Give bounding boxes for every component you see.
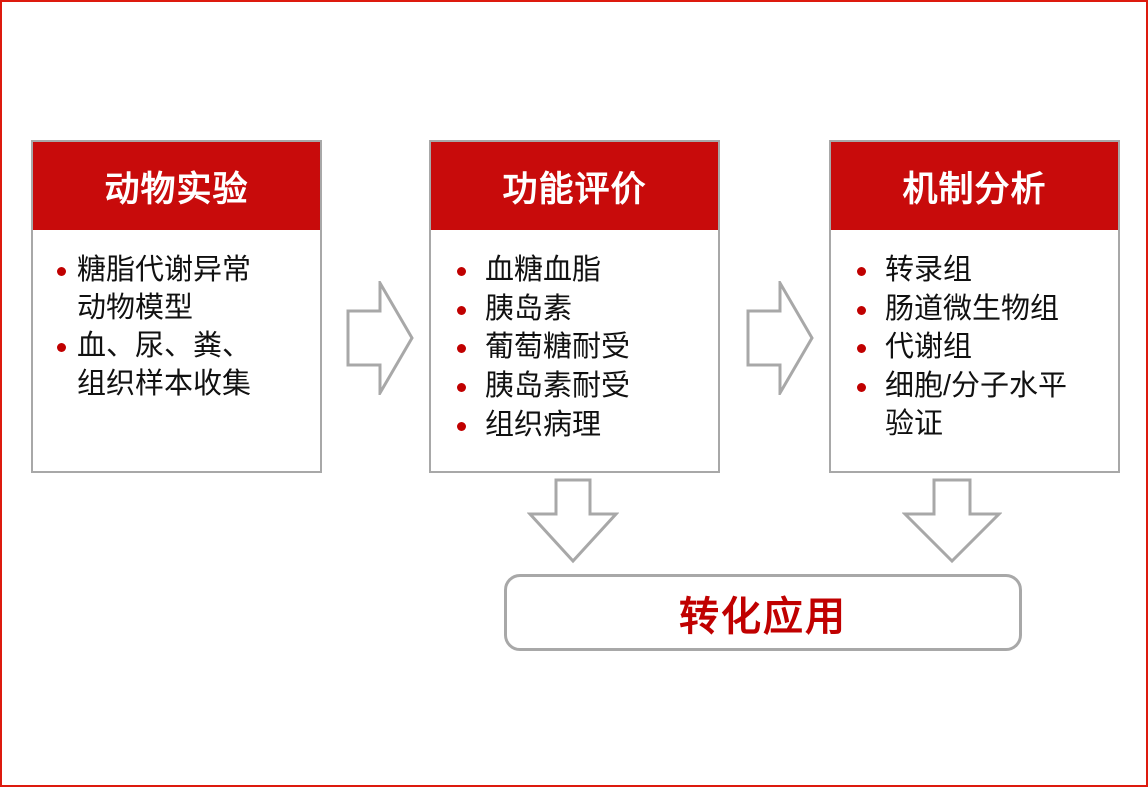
phase-box-mechanism-analysis: 机制分析 转录组 肠道微生物组 代谢组 细胞/分子水平 验证 [829,140,1120,473]
bullet-list-1: 糖脂代谢异常 动物模型 血、尿、粪、 组织样本收集 [43,252,310,404]
arrow-right-icon [346,277,414,399]
list-item: 肠道微生物组 [841,291,1108,329]
list-item: 葡萄糖耐受 [441,329,708,367]
list-item: 糖脂代谢异常 动物模型 [43,252,310,327]
list-item: 转录组 [841,252,1108,290]
phase-body-1: 糖脂代谢异常 动物模型 血、尿、粪、 组织样本收集 [33,230,320,471]
list-item: 血、尿、粪、 组织样本收集 [43,328,310,403]
arrow-down-icon [901,478,1003,564]
list-item: 代谢组 [841,329,1108,367]
phase-body-3: 转录组 肠道微生物组 代谢组 细胞/分子水平 验证 [831,230,1118,471]
list-item: 胰岛素耐受 [441,368,708,406]
phase-title-1: 动物实验 [33,142,320,230]
list-item: 细胞/分子水平 验证 [841,368,1108,443]
phase-body-2: 血糖血脂 胰岛素 葡萄糖耐受 胰岛素耐受 组织病理 [431,230,718,471]
phase-box-functional-evaluation: 功能评价 血糖血脂 胰岛素 葡萄糖耐受 胰岛素耐受 组织病理 [429,140,720,473]
arrow-right-icon [746,277,814,399]
list-item: 血糖血脂 [441,252,708,290]
list-item: 组织病理 [441,407,708,445]
bullet-list-2: 血糖血脂 胰岛素 葡萄糖耐受 胰岛素耐受 组织病理 [441,252,708,444]
result-box-translational-application: 转化应用 [504,574,1022,651]
phase-title-2: 功能评价 [431,142,718,230]
bullet-list-3: 转录组 肠道微生物组 代谢组 细胞/分子水平 验证 [841,252,1108,443]
arrow-down-icon [526,478,620,564]
phase-title-3: 机制分析 [831,142,1118,230]
result-label: 转化应用 [679,594,847,639]
list-item: 胰岛素 [441,291,708,329]
phase-box-animal-experiment: 动物实验 糖脂代谢异常 动物模型 血、尿、粪、 组织样本收集 [31,140,322,473]
